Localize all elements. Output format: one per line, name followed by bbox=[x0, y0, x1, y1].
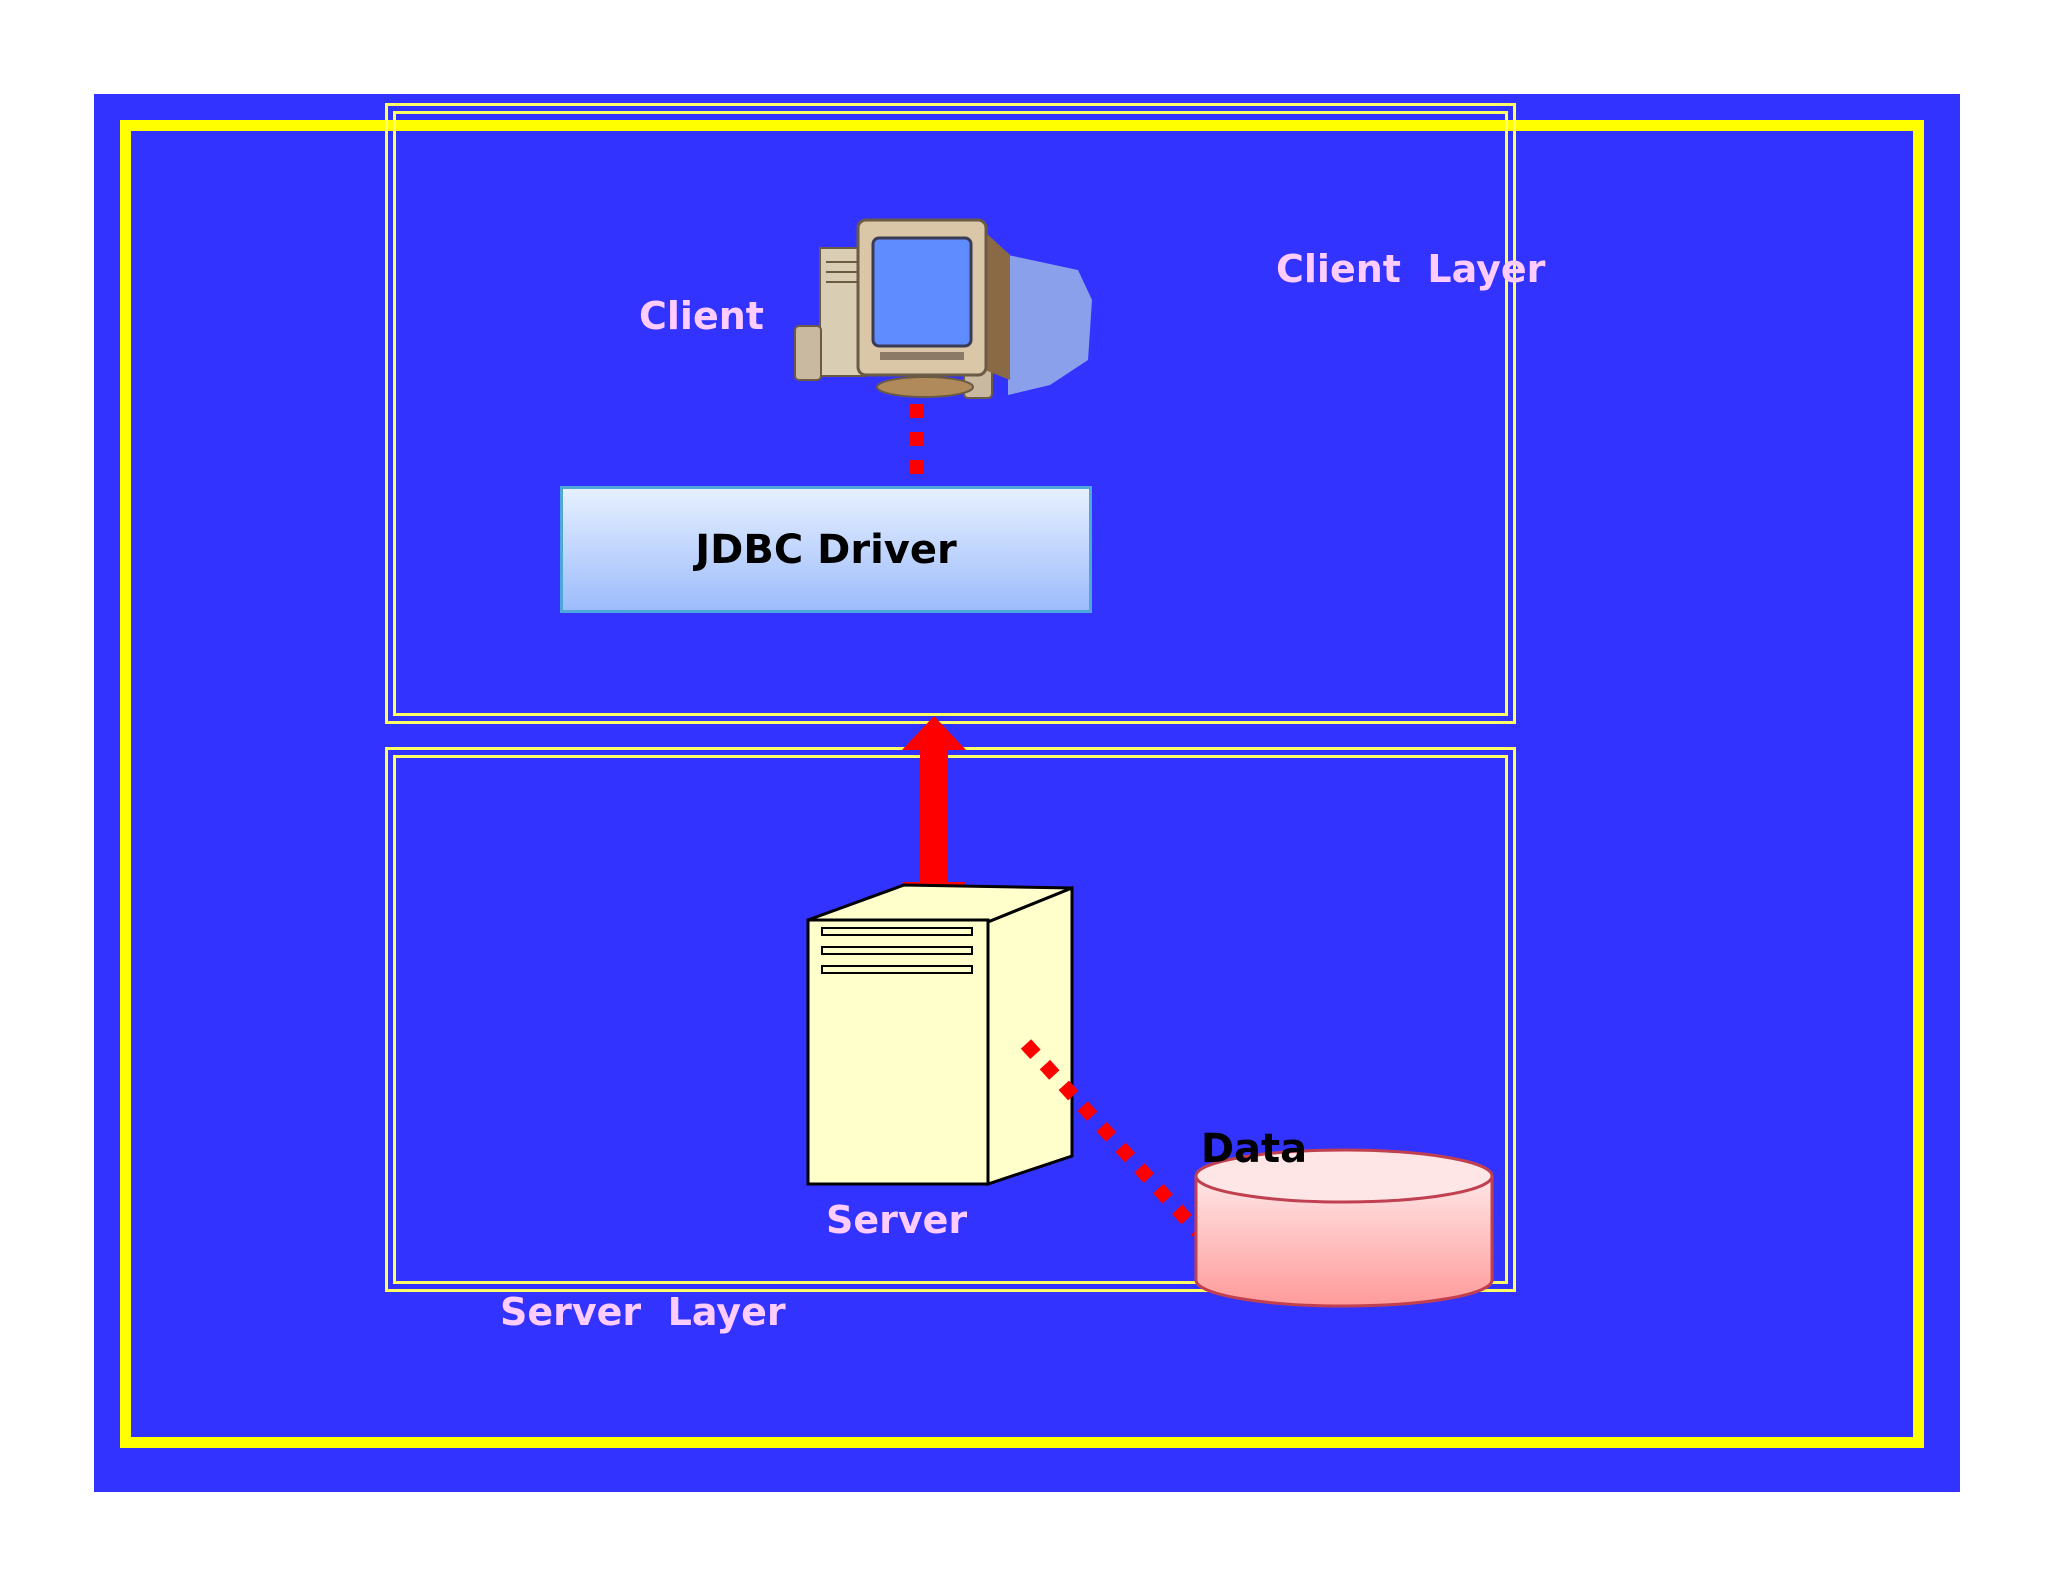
client-layer-box bbox=[385, 103, 1516, 724]
server-label: Server bbox=[826, 1198, 968, 1242]
driver-server-arrow bbox=[902, 716, 966, 918]
client-layer-label: Client Layer bbox=[1276, 247, 1546, 291]
data-label: Data bbox=[1200, 1126, 1308, 1172]
database-cylinder-icon bbox=[1194, 1148, 1494, 1308]
server-layer-label: Server Layer bbox=[500, 1290, 786, 1334]
jdbc-driver-box: JDBC Driver bbox=[560, 486, 1092, 613]
server-tower-icon bbox=[806, 883, 1074, 1187]
client-label: Client bbox=[639, 294, 764, 338]
outer-frame bbox=[120, 120, 1924, 1448]
desktop-computer-icon bbox=[794, 218, 1092, 399]
jdbc-driver-label: JDBC Driver bbox=[695, 527, 957, 573]
